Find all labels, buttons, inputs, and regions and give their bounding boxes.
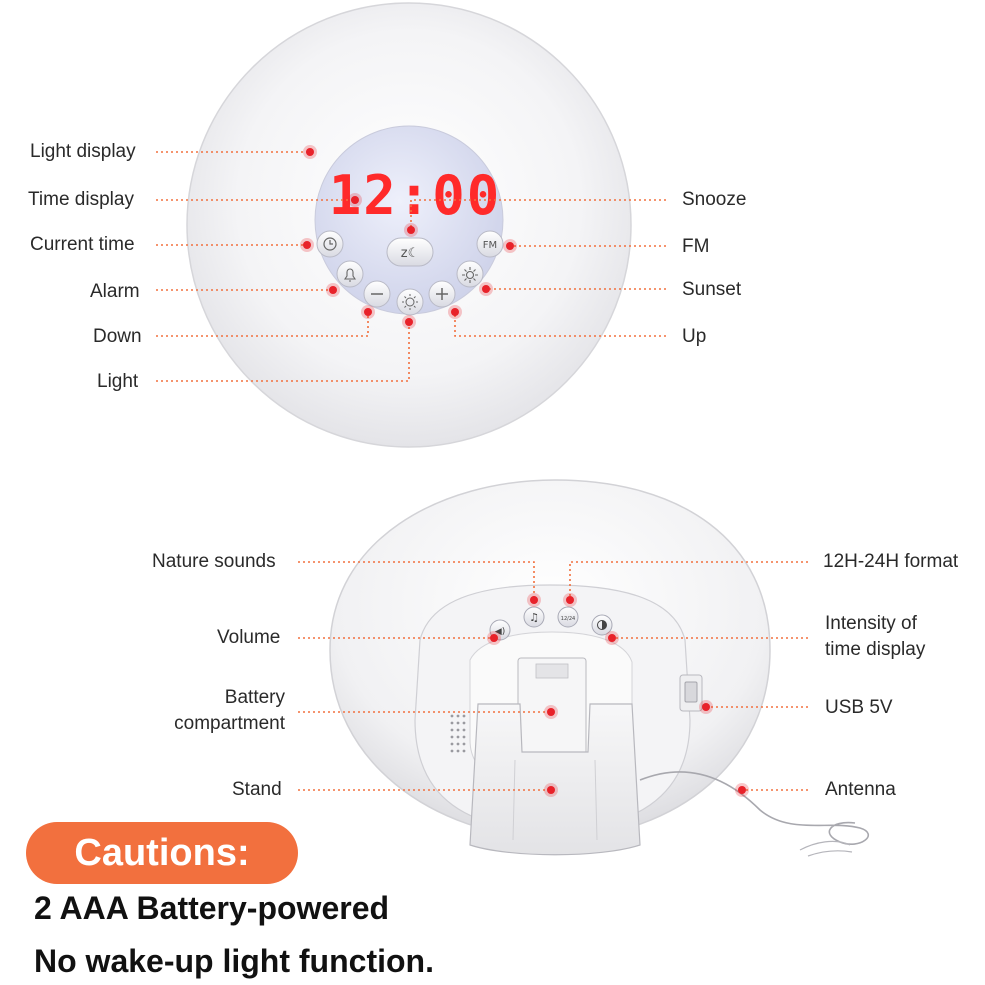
stand <box>469 703 641 856</box>
usb-icon <box>684 681 698 703</box>
leader-line-up <box>454 312 666 337</box>
leader-line-down <box>156 312 369 337</box>
label-nature-sounds: Nature sounds <box>152 551 276 572</box>
antenna-cable <box>639 771 869 845</box>
leader-line-format <box>569 561 808 600</box>
label-volume: Volume <box>217 627 281 648</box>
leader-line-snooze <box>410 199 666 230</box>
bell-icon <box>343 268 357 282</box>
label-up: Up <box>682 326 707 347</box>
marker-dot-intensity <box>608 634 616 642</box>
leader-line-light <box>156 322 410 382</box>
clock-icon <box>323 237 337 251</box>
music-note-icon: ♫ <box>529 611 539 624</box>
label-down: Down <box>93 326 142 347</box>
brightness-icon <box>402 294 418 310</box>
caution-line-battery: 2 AAA Battery-powered <box>34 890 390 926</box>
marker-dot-current-time <box>303 241 311 249</box>
label-fm: FM <box>682 236 710 257</box>
caution-line-no-wakeup: No wake-up light function. <box>34 943 434 979</box>
marker-dot-up <box>451 308 459 316</box>
marker-dot-volume <box>490 634 498 642</box>
label-antenna: Antenna <box>825 779 896 800</box>
label-alarm: Alarm <box>90 281 140 302</box>
marker-dot-usb <box>702 703 710 711</box>
label-sunset: Sunset <box>682 279 742 300</box>
snooze-icon: z☾ <box>401 246 419 261</box>
fm-button[interactable] <box>476 230 504 258</box>
marker-dot-antenna <box>738 786 746 794</box>
back-view: ◀) ♫ 12/24 <box>329 479 869 857</box>
marker-dot-time-display <box>351 196 359 204</box>
sun-icon <box>462 267 478 283</box>
marker-dot-alarm <box>329 286 337 294</box>
battery-label-plate <box>535 663 569 679</box>
marker-dot-down <box>364 308 372 316</box>
marker-dot-snooze <box>407 226 415 234</box>
antenna-tip <box>799 840 853 857</box>
label-battery-compartment: Battery compartment <box>174 687 285 734</box>
label-12h-24h-format: 12H-24H format <box>823 551 959 572</box>
clock-digits: 12:00 <box>329 164 502 227</box>
snooze-button[interactable] <box>386 237 434 267</box>
marker-dot-format <box>566 596 574 604</box>
format-button-text: 12/24 <box>561 616 575 622</box>
cautions-title: Cautions: <box>74 831 250 874</box>
speaker-grille <box>450 714 466 753</box>
cautions-badge: Cautions: <box>26 822 298 884</box>
marker-dot-fm <box>506 242 514 250</box>
stand-ribs <box>512 759 598 841</box>
marker-dot-light <box>405 318 413 326</box>
marker-dot-sunset <box>482 285 490 293</box>
fm-button-text: FM <box>483 240 497 251</box>
speaker-icon: ◀) <box>495 627 505 637</box>
sunset-button[interactable] <box>456 260 484 288</box>
marker-dot-battery <box>547 708 555 716</box>
label-stand: Stand <box>232 779 282 800</box>
light-button[interactable] <box>396 288 424 316</box>
label-intensity: Intensity of time display <box>825 613 926 660</box>
format-12-24-button[interactable] <box>557 606 579 628</box>
plus-icon <box>436 288 448 300</box>
label-light-display: Light display <box>30 141 136 162</box>
marker-dot-nature-sounds <box>530 596 538 604</box>
label-usb-5v: USB 5V <box>825 697 893 718</box>
label-time-display: Time display <box>28 189 134 210</box>
contrast-icon <box>597 620 607 630</box>
nature-sounds-button[interactable] <box>523 606 545 628</box>
label-light: Light <box>97 371 139 392</box>
label-snooze: Snooze <box>682 189 747 210</box>
leader-line-nature-sounds <box>298 561 535 600</box>
marker-dot-stand <box>547 786 555 794</box>
label-current-time: Current time <box>30 234 135 255</box>
marker-dot-light-display <box>306 148 314 156</box>
alarm-button[interactable] <box>336 260 364 288</box>
